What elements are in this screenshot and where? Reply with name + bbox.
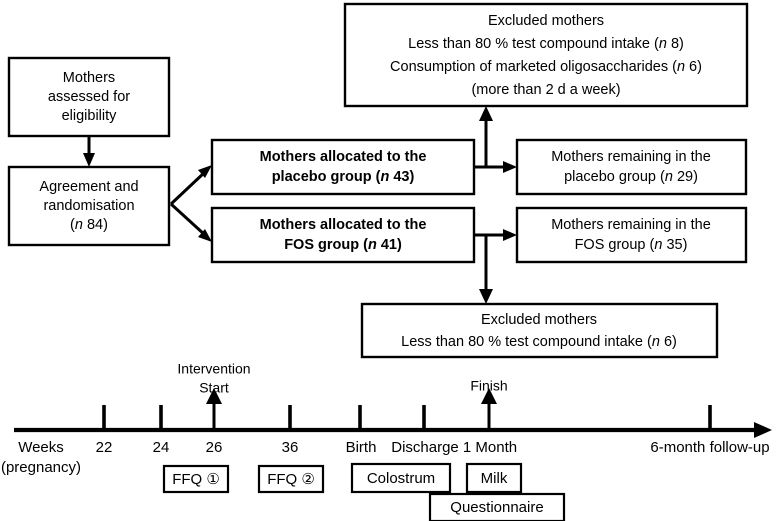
box-fos-remain-line-1: Mothers remaining in the xyxy=(551,217,711,233)
box-excluded-bottom-line-2: Less than 80 % test compound intake (n 6… xyxy=(401,334,677,350)
sample-box-questionnaire: Questionnaire xyxy=(428,492,566,521)
box-placebo-remain-line-1: Mothers remaining in the xyxy=(551,149,711,165)
tick-label-24: 24 xyxy=(153,439,170,456)
timeline-marker-finish: Finish xyxy=(470,378,508,430)
box-excluded-top-line-4: (more than 2 d a week) xyxy=(471,82,620,98)
sample-box-ffq-2: FFQ ② xyxy=(257,464,325,494)
box-fos-alloc-line-2: FOS group (n 41) xyxy=(284,237,402,253)
marker-finish-label: Finish xyxy=(470,378,507,394)
marker-intervention-line-2: Start xyxy=(199,380,229,396)
box-excluded-top-line-3: Consumption of marketed oligosaccharides… xyxy=(390,59,702,75)
box-randomised-line-2: randomisation xyxy=(43,198,134,214)
tick-label-discharge: Discharge xyxy=(391,439,459,456)
box-excluded-bottom: Excluded mothers Less than 80 % test com… xyxy=(360,302,719,359)
axis-label-weeks: Weeks xyxy=(18,439,64,456)
box-placebo-alloc-line-2: placebo group (n 43) xyxy=(272,169,415,185)
box-placebo-remain-line-2: placebo group (n 29) xyxy=(564,169,698,185)
sample-box-questionnaire-label: Questionnaire xyxy=(450,499,543,516)
tick-label-26: 26 xyxy=(206,439,223,456)
timeline-ticks xyxy=(102,405,712,430)
box-randomised-line-3: (n 84) xyxy=(70,217,108,233)
sample-box-milk: Milk xyxy=(465,462,523,494)
timeline-sample-boxes: FFQ ① FFQ ② Colostrum Milk Questionnaire xyxy=(162,462,566,521)
box-agreement-randomisation: Agreement and randomisation (n 84) xyxy=(7,165,171,247)
tick-label-1-month: 1 Month xyxy=(463,439,517,456)
box-placebo-alloc-line-1: Mothers allocated to the xyxy=(260,149,427,165)
sample-box-ffq-2-label: FFQ ② xyxy=(267,471,315,488)
box-excluded-top-line-2: Less than 80 % test compound intake (n 8… xyxy=(408,36,684,52)
sample-box-milk-label: Milk xyxy=(481,470,508,487)
box-randomised-line-1: Agreement and xyxy=(39,179,138,195)
box-placebo-allocated: Mothers allocated to the placebo group (… xyxy=(210,138,476,196)
sample-box-colostrum-label: Colostrum xyxy=(367,470,435,487)
sample-box-ffq-1-label: FFQ ① xyxy=(172,471,220,488)
box-fos-remain-line-2: FOS group (n 35) xyxy=(575,237,688,253)
box-assessed-line-2: assessed for xyxy=(48,89,130,105)
timeline-axis xyxy=(14,422,772,438)
timeline-marker-intervention-start: Intervention Start xyxy=(177,361,251,430)
tick-label-birth: Birth xyxy=(346,439,377,456)
marker-intervention-line-1: Intervention xyxy=(177,361,250,377)
box-fos-allocated: Mothers allocated to the FOS group (n 41… xyxy=(210,206,476,264)
tick-label-22: 22 xyxy=(96,439,113,456)
box-fos-remaining: Mothers remaining in the FOS group (n 35… xyxy=(515,206,748,264)
box-assessed-line-1: Mothers xyxy=(63,70,115,86)
box-fos-alloc-line-1: Mothers allocated to the xyxy=(260,217,427,233)
sample-box-ffq-1: FFQ ① xyxy=(162,464,230,494)
box-excluded-bottom-line-1: Excluded mothers xyxy=(481,312,597,328)
tick-label-6-month-follow-up: 6-month follow-up xyxy=(650,439,769,456)
axis-label-pregnancy: (pregnancy) xyxy=(1,459,81,476)
box-assessed-line-3: eligibility xyxy=(62,108,118,124)
tick-label-36: 36 xyxy=(282,439,299,456)
flow-connectors xyxy=(83,106,517,304)
sample-box-colostrum: Colostrum xyxy=(350,462,452,494)
box-mothers-assessed: Mothers assessed for eligibility xyxy=(7,56,171,138)
box-excluded-top: Excluded mothers Less than 80 % test com… xyxy=(343,2,749,108)
box-excluded-top-line-1: Excluded mothers xyxy=(488,13,604,29)
timeline-tick-labels: Weeks (pregnancy) 22 24 26 36 Birth Disc… xyxy=(1,439,770,476)
box-placebo-remaining: Mothers remaining in the placebo group (… xyxy=(515,138,748,196)
